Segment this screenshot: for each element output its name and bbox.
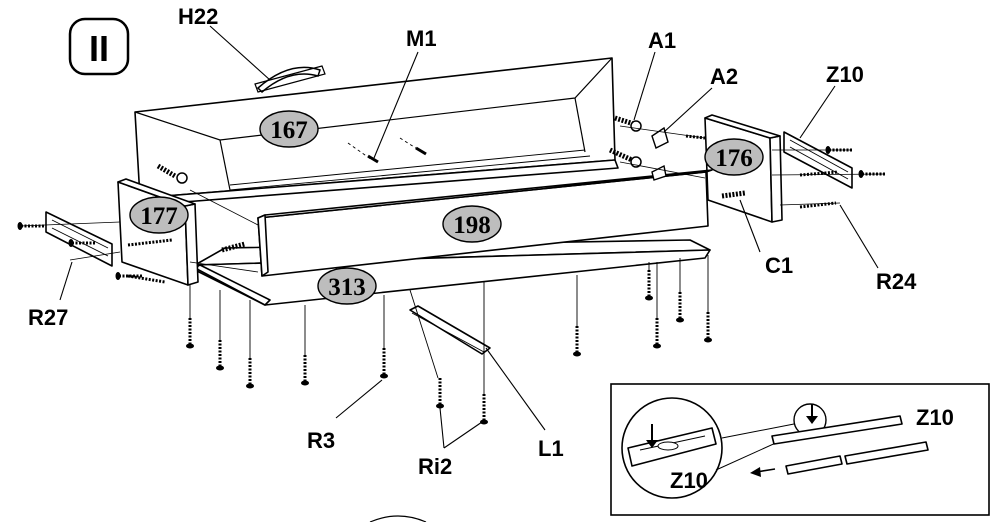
- panel-176-number: 176: [715, 145, 753, 172]
- label-c1: C1: [765, 253, 793, 278]
- screws-m1: [347, 137, 427, 164]
- inset-label-z10-detail: Z10: [670, 468, 708, 493]
- label-z10: Z10: [826, 62, 864, 87]
- runner-left: [45, 211, 113, 267]
- partial-circle: [369, 515, 427, 522]
- label-r24: R24: [876, 269, 917, 294]
- leader-lines: [59, 25, 879, 449]
- inset-detail: Z10 Z10: [610, 383, 990, 516]
- panel-198-oval: [442, 205, 502, 243]
- panel-313-oval: [317, 267, 377, 305]
- label-a1: A1: [648, 28, 676, 53]
- label-m1: M1: [406, 26, 437, 51]
- panel-177-oval: [129, 196, 189, 234]
- panel-198-number: 198: [453, 212, 491, 239]
- inset-label-z10: Z10: [916, 405, 954, 430]
- runner-right: [783, 131, 853, 189]
- dowels: [156, 115, 746, 253]
- label-ri2: Ri2: [418, 454, 452, 479]
- label-h22: H22: [178, 4, 218, 29]
- panel-167-number: 167: [270, 117, 308, 144]
- panel-167: [134, 57, 619, 206]
- panel-167-oval: [259, 110, 319, 148]
- hinge-a2: [651, 126, 669, 181]
- vertical-screws: [184, 255, 714, 426]
- label-r27: R27: [28, 305, 68, 330]
- panel-176-oval: [704, 138, 764, 176]
- step-badge: II: [68, 17, 130, 76]
- label-r3: R3: [307, 428, 335, 453]
- label-l1: L1: [538, 436, 564, 461]
- guide-l1: [409, 305, 491, 355]
- step-numeral: II: [89, 28, 109, 69]
- part-labels: H22 M1 A1 A2 Z10 C1 R24 R27 R3 Ri2 L1: [28, 4, 917, 479]
- guide-lines: [19, 125, 886, 273]
- handle-h22: [254, 65, 326, 94]
- panel-177-number: 177: [140, 203, 178, 230]
- panel-313-number: 313: [328, 274, 366, 301]
- label-a2: A2: [710, 64, 738, 89]
- panel-labels: 167 176 177 198 313: [129, 110, 764, 305]
